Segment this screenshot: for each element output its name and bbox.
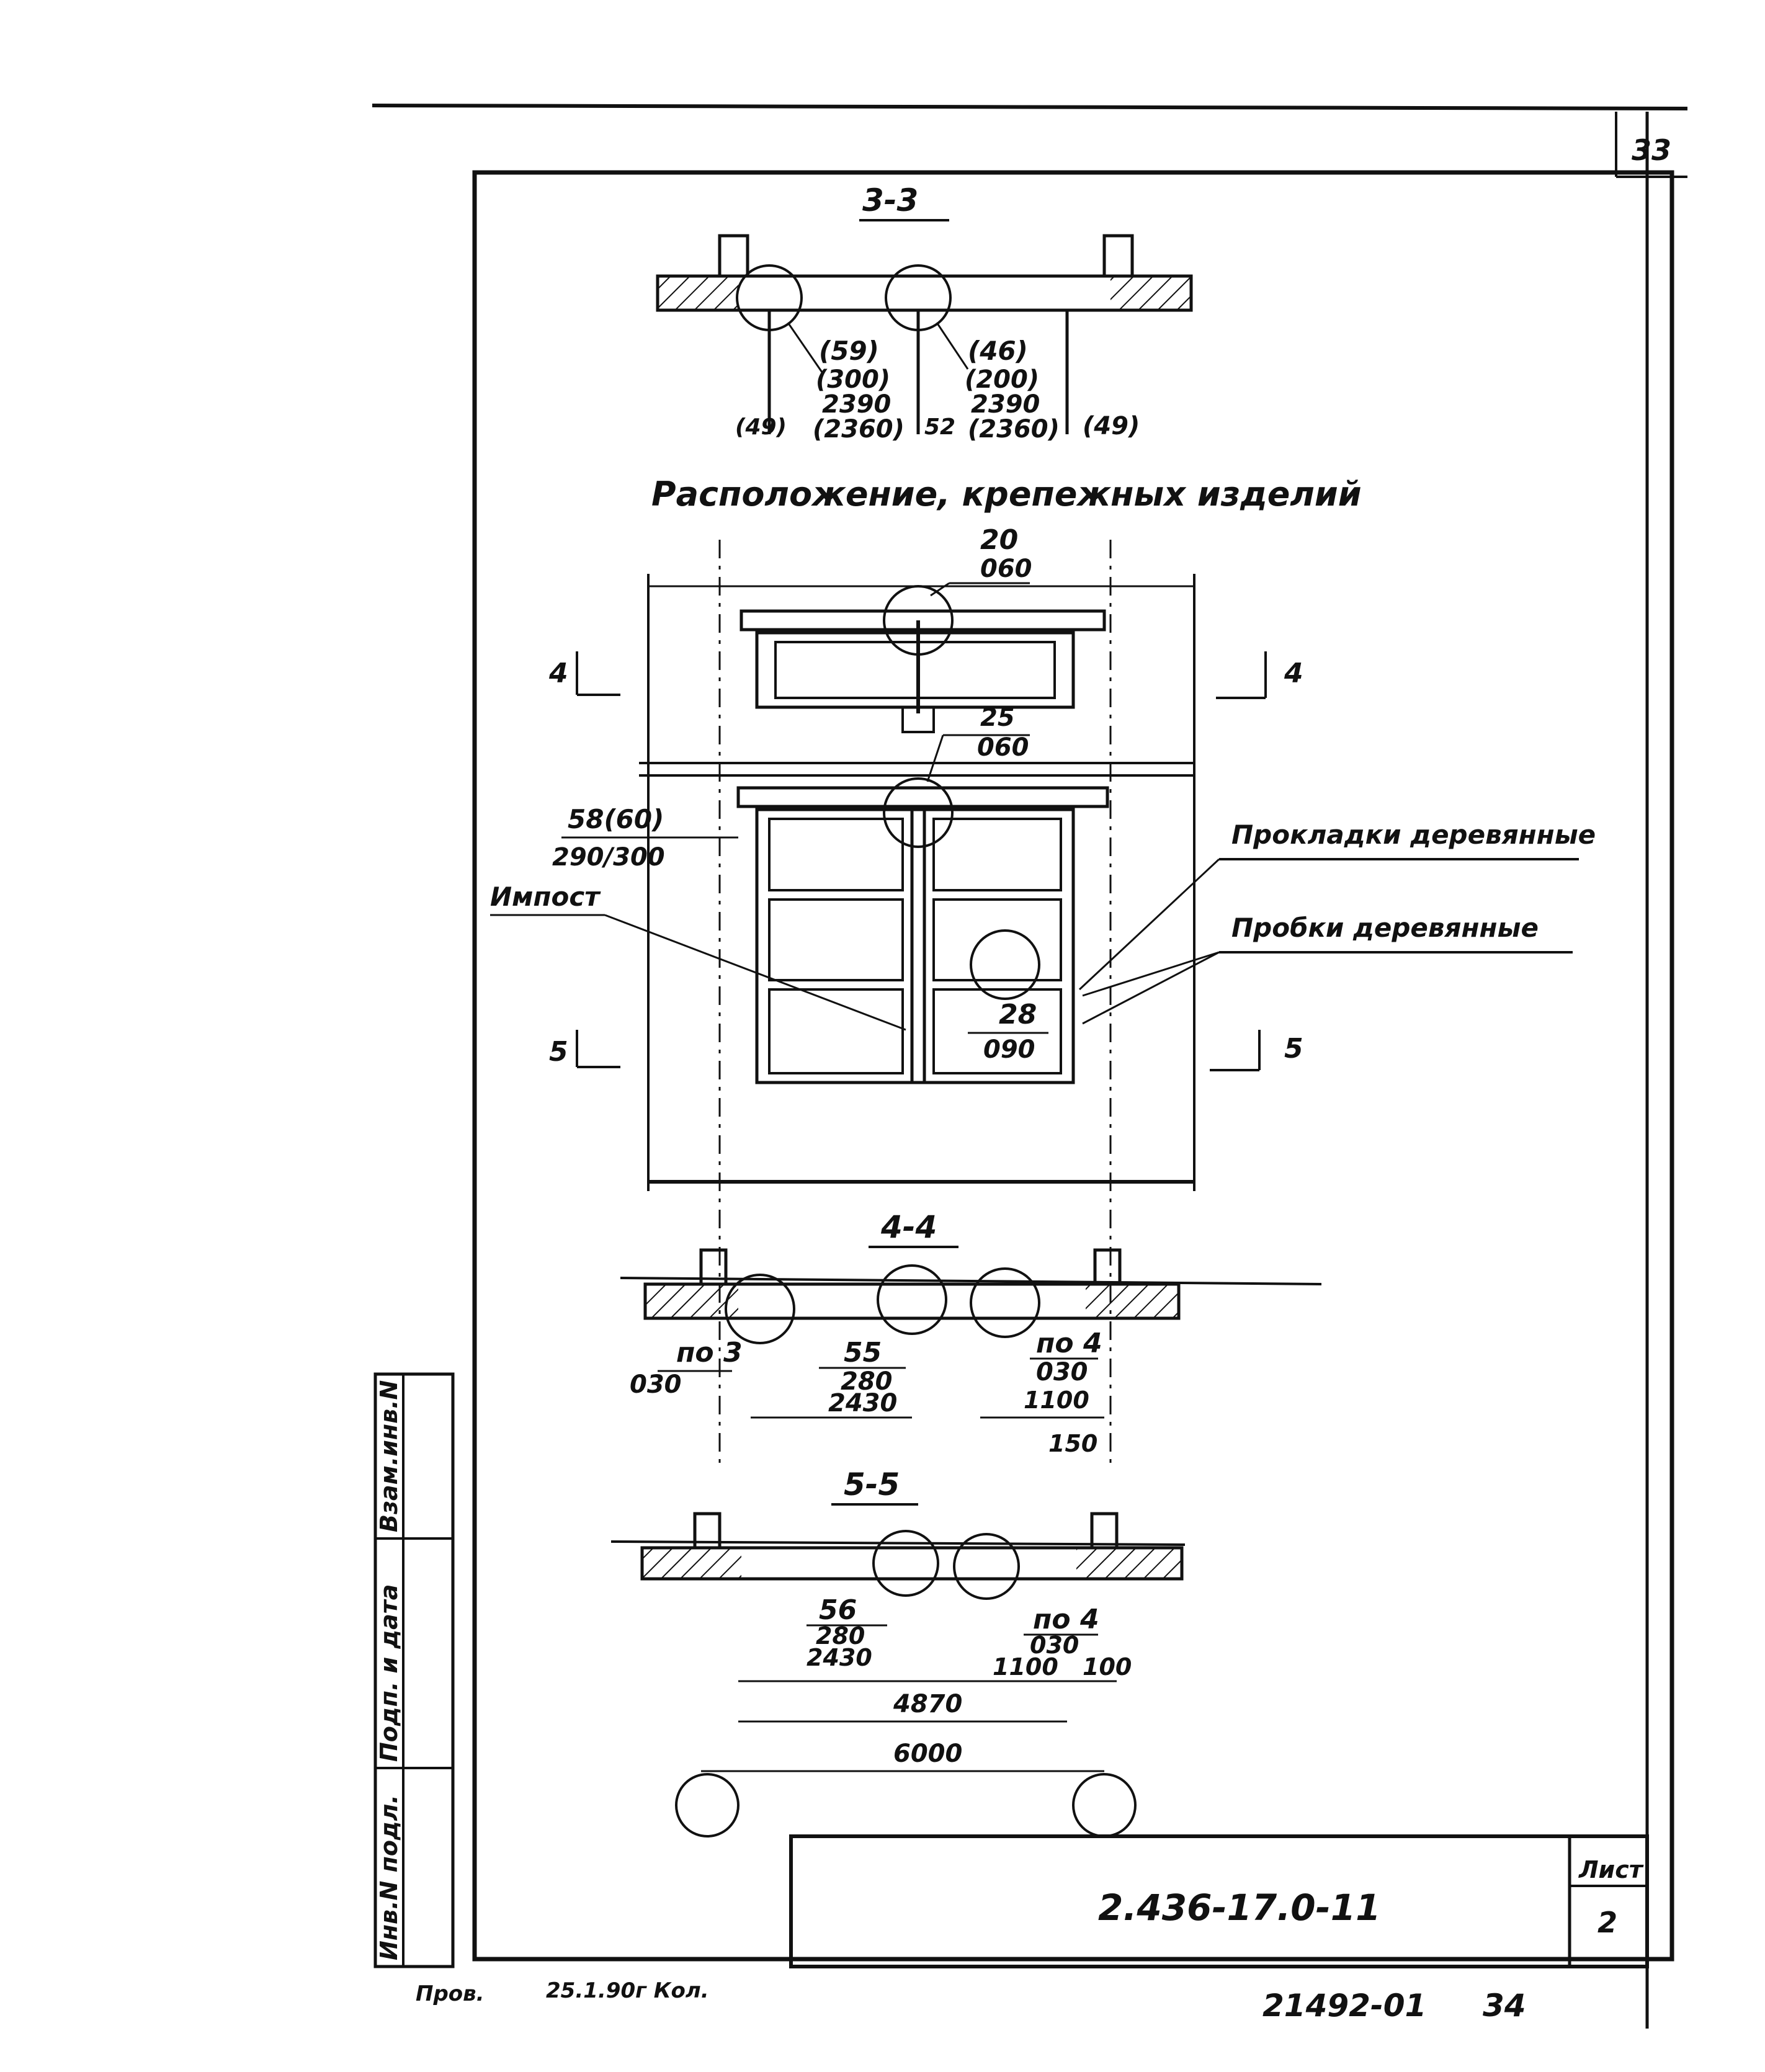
dim-5-5-100: 100 — [1083, 1653, 1132, 1681]
callout-4-4-mid-1: 55 — [844, 1337, 882, 1369]
plan-view: 20 060 25 060 58(60) 290/300 Импост Прок… — [490, 524, 1596, 1464]
cut-4-right: 4 — [1284, 658, 1303, 689]
page-number: 33 — [1632, 133, 1671, 167]
callout-5-5-right-1: по 4 — [1033, 1604, 1099, 1635]
dim-5-5-1100: 1100 — [993, 1653, 1058, 1681]
stamp-inv-original: Инв.N подл. — [375, 1795, 403, 1960]
cut-5-right: 5 — [1284, 1033, 1303, 1065]
callout-3-3-left-2: (300) — [816, 365, 890, 394]
label-3-3-left: (49) — [735, 414, 787, 440]
section-4-4-title: 4-4 — [880, 1209, 937, 1245]
sheet-frame — [372, 104, 1688, 2029]
sheet-number: 2 — [1597, 1906, 1617, 1939]
pads-label: Прокладки деревянные — [1231, 819, 1596, 850]
title-block: 2.436-17.0-11 Лист 2 — [789, 1834, 1649, 1968]
callout-3-3-right-1: (46) — [968, 336, 1028, 366]
callout-4-4-mid-2: 280 — [841, 1367, 893, 1396]
callout-3-3-left-3: 2390 — [822, 390, 891, 419]
dim-4-4-1100: 1100 — [1024, 1387, 1089, 1414]
footer-page: 34 — [1483, 1988, 1526, 2024]
callout-5-5-mid-2: 280 — [816, 1622, 865, 1650]
dim-5-5-6000: 6000 — [893, 1739, 962, 1768]
label-3-3-mid: 52 — [924, 414, 955, 440]
callout-4-4-right-1: по 4 — [1036, 1328, 1102, 1359]
callout-4-4-left-1: по 3 — [676, 1337, 743, 1369]
stamp-signature-date: Подп. и дата — [375, 1584, 403, 1762]
callout-3-3-left-4: (2360) — [813, 415, 905, 444]
dim-5-5-4870: 4870 — [893, 1690, 962, 1718]
section-5-5: 5-5 56 280 2430 по 4 030 1100 100 4870 6… — [610, 1467, 1186, 1838]
callout-plan-mid-2: 060 — [977, 733, 1029, 762]
callout-5-5-mid-1: 56 — [819, 1594, 857, 1626]
callout-4-4-left-2: 030 — [630, 1370, 682, 1399]
callout-3-3-right-2: (200) — [965, 365, 1039, 394]
footer-archive: 21492-01 — [1262, 1988, 1426, 2024]
section-5-5-title: 5-5 — [844, 1467, 900, 1503]
cut-4-left: 4 — [548, 658, 568, 689]
layout-title: Расположение, крепежных изделий — [651, 475, 1362, 514]
callout-plan-node-1: 28 — [999, 999, 1037, 1030]
callout-plan-top-1: 20 — [980, 524, 1018, 556]
callout-3-3-left-1: (59) — [819, 336, 879, 366]
footer: Пров. 25.1.90г Кол. 21492-01 34 — [416, 1978, 1526, 2024]
callout-plan-left-1: 58(60) — [568, 804, 664, 834]
callout-3-3-right-4: (2360) — [968, 415, 1060, 444]
section-3-3: 3-3 (59) (300) 2390 (2360) (46) (200) 23… — [656, 182, 1193, 444]
stamp-replace-inv: Взам.инв.N — [375, 1380, 403, 1532]
label-3-3-right: (49) — [1083, 412, 1140, 440]
callout-plan-top-2: 060 — [980, 555, 1032, 583]
callout-3-3-right-3: 2390 — [971, 390, 1040, 419]
section-3-3-title: 3-3 — [862, 182, 918, 218]
callout-plan-mid-1: 25 — [980, 703, 1015, 732]
callout-plan-left-2: 290/300 — [552, 843, 665, 872]
dim-4-4-150: 150 — [1048, 1430, 1097, 1457]
section-4-4: 4-4 по 3 030 55 280 2430 по 4 030 1100 1… — [620, 1209, 1322, 1457]
page-number-box: 33 — [1632, 133, 1671, 167]
footer-note: 25.1.90г Кол. — [546, 1978, 709, 2003]
cut-5-left: 5 — [549, 1036, 568, 1068]
callout-4-4-mid-3: 2430 — [828, 1389, 897, 1418]
impost-label: Импост — [490, 882, 601, 912]
callout-5-5-right-2: 030 — [1030, 1632, 1079, 1659]
footer-checked: Пров. — [416, 1981, 485, 2006]
callout-plan-node-2: 090 — [983, 1035, 1035, 1064]
sheet-label: Лист — [1578, 1856, 1644, 1883]
side-stamp: Взам.инв.N Подп. и дата Инв.N подл. — [373, 1372, 455, 1968]
callout-5-5-mid-3: 2430 — [807, 1644, 872, 1671]
callout-4-4-right-2: 030 — [1036, 1358, 1088, 1387]
plugs-label: Пробки деревянные — [1231, 913, 1539, 943]
doc-code: 2.436-17.0-11 — [1098, 1887, 1380, 1929]
